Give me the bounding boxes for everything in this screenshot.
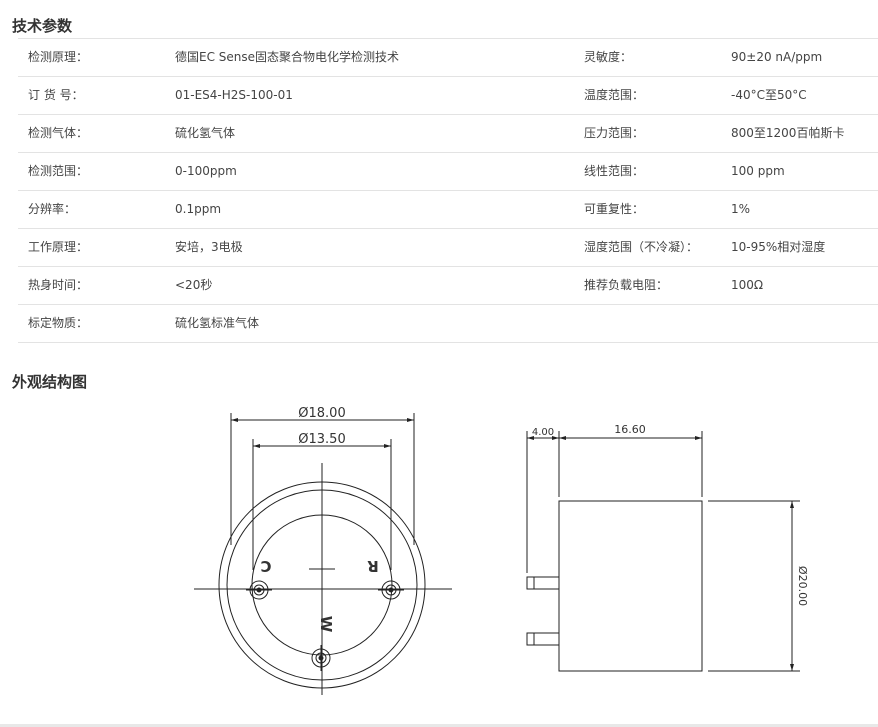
arrow bbox=[790, 664, 794, 671]
spec-value: 0.1ppm bbox=[175, 202, 222, 216]
top-view bbox=[194, 413, 452, 695]
spec-row: 热身时间： <20秒 推荐负载电阻： 100Ω bbox=[18, 267, 878, 305]
spec-label: 温度范围： bbox=[584, 88, 645, 102]
technical-drawing: Ø18.00 Ø13.50 4.00 16.60 Ø20.00 C R W bbox=[194, 406, 809, 695]
pin-r-label: R bbox=[367, 557, 379, 575]
spec-value: 10-95%相对湿度 bbox=[731, 240, 826, 254]
arrow bbox=[552, 436, 559, 440]
arrow bbox=[407, 418, 414, 422]
side-pin-lower bbox=[526, 632, 560, 646]
pin-c-label: C bbox=[260, 557, 271, 575]
spec-value: 100Ω bbox=[731, 278, 764, 292]
dim-height-label: Ø20.00 bbox=[796, 566, 809, 606]
spec-value: 1% bbox=[731, 202, 751, 216]
bottom-bar bbox=[0, 724, 878, 727]
spec-value: 800至1200百帕斯卡 bbox=[731, 126, 845, 140]
spec-label: 推荐负载电阻： bbox=[584, 278, 669, 292]
arrow bbox=[527, 436, 534, 440]
spec-value: -40°C至50°C bbox=[731, 88, 807, 102]
arrow bbox=[559, 436, 566, 440]
spec-label: 湿度范围（不冷凝）： bbox=[584, 240, 699, 254]
spec-label: 压力范围： bbox=[584, 126, 645, 140]
section-title-drawing: 外观结构图 bbox=[12, 373, 88, 391]
spec-value: 硫化氢标准气体 bbox=[175, 316, 260, 330]
spec-value: 安培，3电极 bbox=[175, 240, 243, 254]
spec-label: 工作原理： bbox=[28, 240, 89, 254]
spec-label: 可重复性： bbox=[584, 202, 645, 216]
spec-row: 工作原理： 安培，3电极 湿度范围（不冷凝）： 10-95%相对湿度 bbox=[18, 229, 878, 267]
spec-value: 德国EC Sense固态聚合物电化学检测技术 bbox=[175, 50, 400, 64]
spec-row: 检测原理： 德国EC Sense固态聚合物电化学检测技术 灵敏度： 90±20 … bbox=[18, 39, 878, 77]
spec-label: 灵敏度： bbox=[584, 50, 633, 64]
spec-label: 标定物质： bbox=[28, 316, 89, 330]
dim-inner-label: Ø13.50 bbox=[298, 432, 345, 447]
spec-label: 检测范围： bbox=[28, 164, 89, 178]
sensor-body bbox=[558, 500, 703, 672]
spec-row: 检测气体： 硫化氢气体 压力范围： 800至1200百帕斯卡 bbox=[18, 115, 878, 153]
spec-value: 硫化氢气体 bbox=[175, 126, 236, 140]
dim-pin-label: 4.00 bbox=[532, 427, 554, 438]
spec-value: <20秒 bbox=[175, 278, 213, 292]
spec-row: 检测范围： 0-100ppm 线性范围： 100 ppm bbox=[18, 153, 878, 191]
side-view bbox=[526, 431, 800, 672]
spec-label: 分辨率： bbox=[28, 202, 77, 216]
arrow bbox=[253, 444, 260, 448]
section-title-specs: 技术参数 bbox=[12, 17, 73, 35]
spec-label: 检测原理： bbox=[28, 50, 89, 64]
dim-outer-label: Ø18.00 bbox=[298, 406, 345, 421]
dim-body-label: 16.60 bbox=[614, 423, 646, 436]
pin-w-label: W bbox=[317, 616, 335, 633]
spec-value: 01-ES4-H2S-100-01 bbox=[175, 88, 293, 102]
arrow bbox=[695, 436, 702, 440]
spec-label: 订 货 号： bbox=[28, 88, 84, 102]
spec-table: 检测原理： 德国EC Sense固态聚合物电化学检测技术 灵敏度： 90±20 … bbox=[18, 38, 878, 343]
spec-label: 线性范围： bbox=[584, 164, 645, 178]
spec-row: 标定物质： 硫化氢标准气体 bbox=[18, 305, 878, 343]
arrow bbox=[790, 501, 794, 508]
spec-value: 90±20 nA/ppm bbox=[731, 50, 823, 64]
spec-row: 订 货 号： 01-ES4-H2S-100-01 温度范围： -40°C至50°… bbox=[18, 77, 878, 115]
sensor-drawing: Ø18.00 Ø13.50 4.00 16.60 Ø20.00 C R W bbox=[0, 395, 878, 727]
arrow bbox=[384, 444, 391, 448]
spec-label: 热身时间： bbox=[28, 278, 89, 292]
spec-value: 0-100ppm bbox=[175, 164, 237, 178]
spec-row: 分辨率： 0.1ppm 可重复性： 1% bbox=[18, 191, 878, 229]
spec-label: 检测气体： bbox=[28, 126, 89, 140]
arrow bbox=[231, 418, 238, 422]
side-pin-upper bbox=[526, 576, 560, 590]
spec-value: 100 ppm bbox=[731, 164, 785, 178]
